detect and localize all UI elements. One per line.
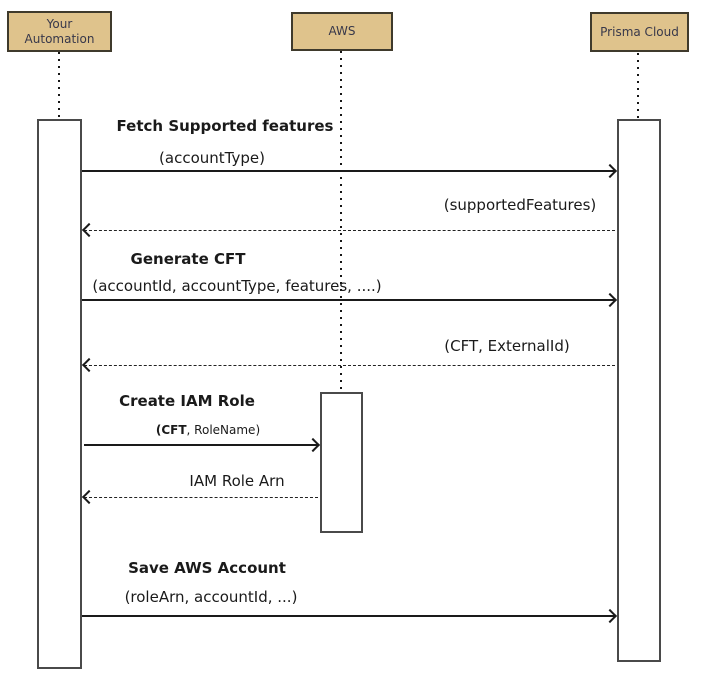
message-2-params: (supportedFeatures) [443,196,597,214]
message-7-params: (roleArn, accountId, ...) [124,588,298,606]
message-3-title: Generate CFT [130,250,246,268]
message-4-arrow-left [81,357,615,373]
actor-label-aws: AWS [328,24,356,38]
message-6-arrow-left [81,489,318,505]
message-1-params: (accountType) [159,149,265,167]
arrowhead-right-icon [305,437,321,453]
arrowhead-left-icon [81,489,97,505]
activation-bar-prisma-cloud [617,119,661,662]
message-3-arrow-right [82,292,618,308]
message-5-params: (CFT, RoleName) [156,423,260,437]
message-5-title: Create IAM Role [119,392,255,410]
message-2-arrow-left [81,222,615,238]
message-5-params-bold: (CFT [155,423,187,437]
message-1-arrow-right [82,163,618,179]
actor-box-aws: AWS [291,12,393,51]
arrowhead-left-icon [81,357,97,373]
actor-label-prisma-cloud: Prisma Cloud [600,24,679,39]
message-7-title: Save AWS Account [128,559,286,577]
arrowhead-right-icon [602,292,618,308]
arrowhead-right-icon [602,163,618,179]
message-1-title: Fetch Supported features [116,117,334,135]
lifeline-prisma-cloud [637,53,639,119]
actor-box-your-automation: Your Automation [7,11,112,52]
actor-box-prisma-cloud: Prisma Cloud [590,12,689,52]
actor-label-your-automation: Your Automation [24,16,95,46]
arrowhead-left-icon [81,222,97,238]
lifeline-aws [340,51,342,392]
message-5-arrow-right [84,437,321,453]
arrowhead-right-icon [602,608,618,624]
message-5-params-rest: , RoleName) [186,423,261,437]
message-7-arrow-right [82,608,618,624]
lifeline-your-automation [58,52,60,119]
message-4-params: (CFT, ExternalId) [444,337,570,355]
activation-bar-your-automation [37,119,82,669]
activation-bar-aws [320,392,363,533]
message-3-params: (accountId, accountType, features, ....) [92,277,382,295]
message-6-params: IAM Role Arn [189,472,285,490]
